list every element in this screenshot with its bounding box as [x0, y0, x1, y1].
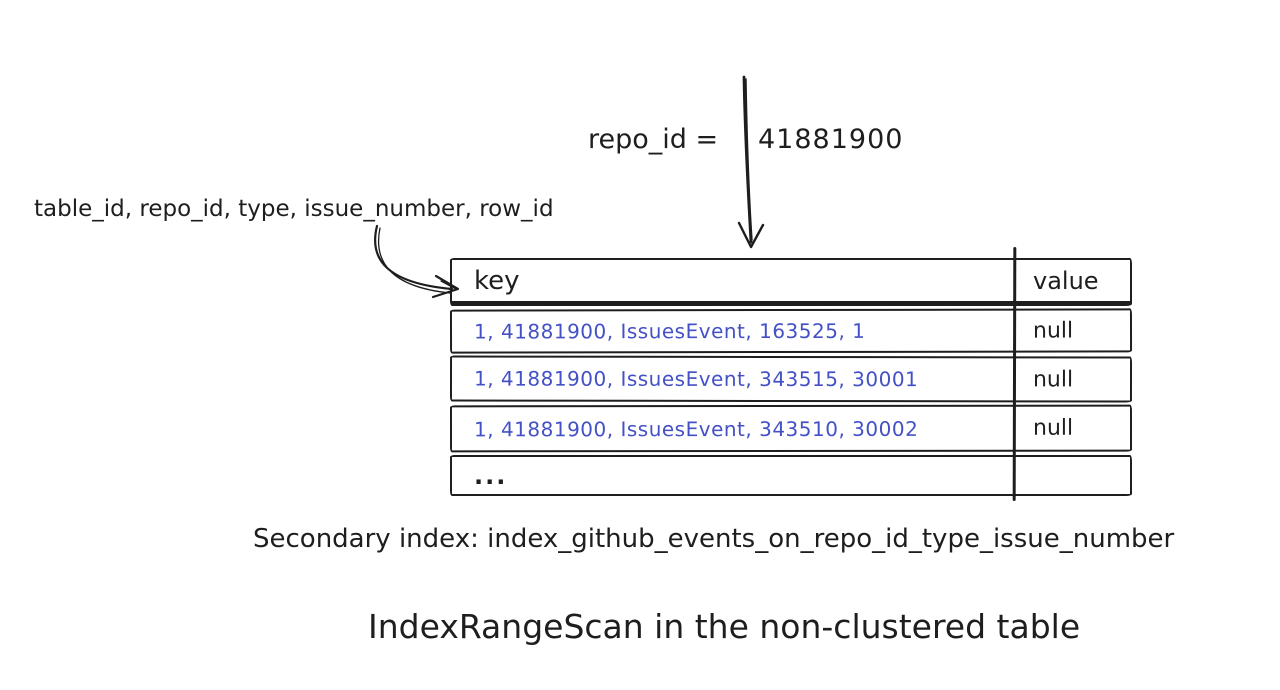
table-row: 1, 41881900, IssuesEvent, 163525, 1 null: [449, 308, 1133, 354]
table-header-row: key value: [450, 258, 1132, 306]
table-row: 1, 41881900, IssuesEvent, 343510, 30002 …: [449, 404, 1133, 453]
repo-id-arrow: [737, 75, 765, 249]
key-columns-arrow: [374, 224, 460, 299]
row-value-cell: null: [1032, 318, 1074, 344]
secondary-index-caption: Secondary index: index_github_events_on_…: [253, 524, 1175, 554]
key-column-header: key: [474, 265, 520, 296]
value-column-header: value: [1033, 266, 1099, 295]
key-columns-annotation: table_id, repo_id, type, issue_number, r…: [34, 196, 554, 222]
row-key-cell: 1, 41881900, IssuesEvent, 343515, 30001: [473, 366, 919, 392]
table-row: ...: [450, 455, 1132, 496]
secondary-index-table: key value 1, 41881900, IssuesEvent, 1635…: [449, 246, 1133, 502]
filter-label: repo_id =: [588, 124, 719, 155]
row-key-cell: 1, 41881900, IssuesEvent, 163525, 1: [473, 318, 866, 344]
row-key-cell: ...: [474, 461, 508, 490]
row-value-cell: null: [1032, 415, 1074, 441]
filter-value: 41881900: [758, 124, 904, 155]
row-key-cell: 1, 41881900, IssuesEvent, 343510, 30002: [473, 416, 919, 441]
table-row: 1, 41881900, IssuesEvent, 343515, 30001 …: [449, 355, 1133, 403]
diagram-title: IndexRangeScan in the non-clustered tabl…: [368, 607, 1081, 646]
row-value-cell: null: [1032, 366, 1074, 392]
